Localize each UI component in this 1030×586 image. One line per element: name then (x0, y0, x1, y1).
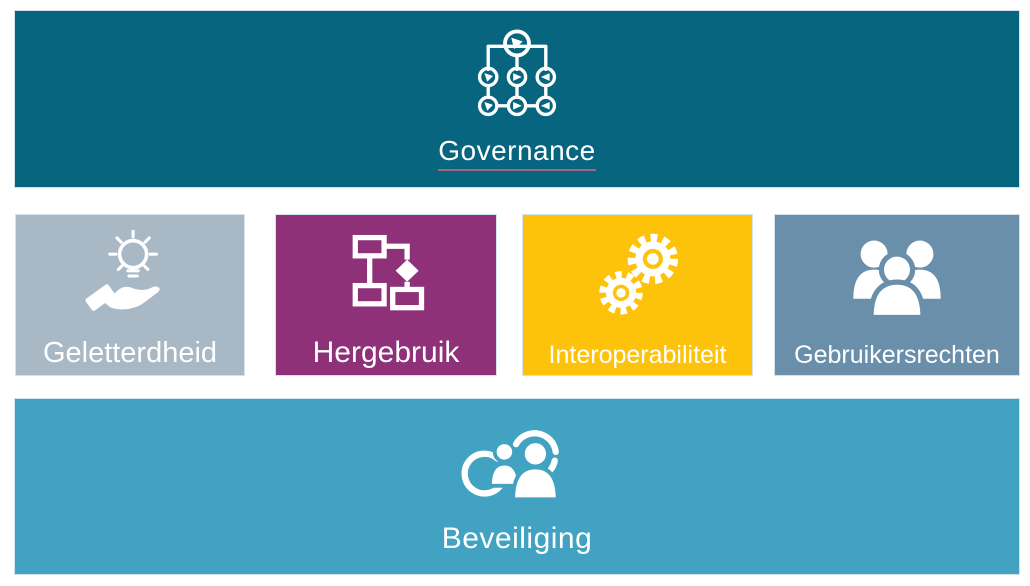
governance-banner: Governance (14, 10, 1020, 188)
hand-lightbulb-icon (16, 215, 244, 338)
hergebruik-label: Hergebruik (312, 335, 460, 369)
org-chart-icon (469, 27, 565, 127)
block-hergebruik: Hergebruik (275, 214, 497, 376)
geletterdheid-label: Geletterdheid (42, 336, 218, 369)
block-geletterdheid: Geletterdheid (15, 214, 245, 376)
beveiliging-label: Beveiliging (441, 522, 593, 555)
block-interoperabiliteit: Interoperabiliteit (522, 214, 753, 376)
interoperabiliteit-label: Interoperabiliteit (548, 340, 727, 369)
block-gebruikersrechten: Gebruikersrechten (774, 214, 1020, 376)
flowchart-icon (276, 215, 496, 337)
people-group-icon (775, 215, 1019, 342)
user-sync-icon (452, 418, 582, 510)
governance-label: Governance (438, 135, 596, 172)
gears-icon (523, 215, 752, 342)
gebruikersrechten-label: Gebruikersrechten (794, 340, 1000, 369)
beveiliging-banner: Beveiliging (14, 398, 1020, 575)
